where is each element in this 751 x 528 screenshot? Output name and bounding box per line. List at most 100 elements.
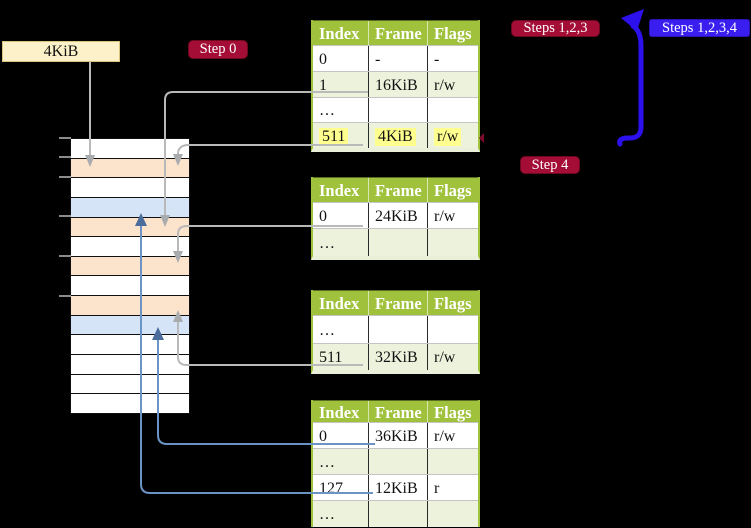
badge-step-0: Step 0 bbox=[188, 40, 248, 59]
address-tick bbox=[59, 176, 71, 178]
cell-frame bbox=[368, 98, 427, 122]
header-frame: Frame bbox=[368, 21, 427, 45]
cell-frame: 16KiB bbox=[368, 72, 427, 97]
cell-flags bbox=[427, 449, 478, 474]
table-row-ellipsis: … bbox=[313, 97, 478, 122]
cell-index: 0 bbox=[319, 207, 327, 225]
memory-frame-row bbox=[71, 139, 189, 159]
table-row-recursive-entry: 511 4KiB r/w bbox=[313, 122, 478, 148]
memory-frame-row bbox=[71, 355, 189, 375]
cell-index: … bbox=[319, 453, 335, 471]
cr3-address-box: 4KiB bbox=[2, 41, 120, 62]
cell-index: 127 bbox=[319, 479, 343, 497]
table-row: 0 - - bbox=[313, 45, 478, 71]
header-flags: Flags bbox=[427, 401, 478, 422]
cell-index: 1 bbox=[319, 76, 327, 94]
address-tick bbox=[59, 295, 71, 297]
cell-index: 0 bbox=[319, 427, 327, 445]
memory-frame-row bbox=[71, 315, 189, 336]
badge-step-4-label: Step 4 bbox=[531, 156, 569, 173]
cell-frame: 36KiB bbox=[368, 423, 427, 448]
cell-flags bbox=[427, 229, 478, 256]
memory-frame-row bbox=[71, 237, 189, 257]
header-flags: Flags bbox=[427, 291, 478, 315]
cell-index: … bbox=[319, 506, 335, 523]
cell-flags bbox=[427, 501, 478, 527]
memory-frame-row bbox=[71, 256, 189, 277]
header-index: Index bbox=[319, 181, 360, 200]
cell-frame: 12KiB bbox=[368, 475, 427, 500]
header-index: Index bbox=[319, 24, 360, 43]
recursive-loop-arrow-line bbox=[617, 23, 644, 147]
cell-frame: 4KiB bbox=[368, 123, 427, 148]
cell-flags bbox=[427, 98, 478, 122]
badge-steps-123: Steps 1,2,3 bbox=[511, 20, 600, 37]
table-row-ellipsis: … bbox=[313, 448, 478, 474]
cell-frame: 24KiB bbox=[368, 203, 427, 228]
table-row: 1 16KiB r/w bbox=[313, 71, 478, 97]
table-header-row: Index Frame Flags bbox=[313, 290, 478, 315]
page-table-level3: Index Frame Flags 0 24KiB r/w … bbox=[311, 177, 480, 260]
table-row: 127 12KiB r bbox=[313, 474, 478, 500]
memory-frame-row bbox=[71, 394, 189, 413]
address-tick bbox=[59, 215, 71, 217]
memory-frame-row bbox=[71, 296, 189, 316]
cell-flags: r bbox=[427, 475, 478, 500]
header-frame: Frame bbox=[368, 291, 427, 315]
recursive-loop-arrowhead bbox=[621, 9, 644, 31]
badge-steps-123-label: Steps 1,2,3 bbox=[523, 20, 588, 36]
page-table-level1: Index Frame Flags 0 36KiB r/w … 127 12Ki… bbox=[311, 400, 480, 527]
cell-flags: r/w bbox=[427, 123, 478, 148]
cell-frame bbox=[368, 316, 427, 343]
memory-frame-row bbox=[71, 374, 189, 395]
highlighted-value: 511 bbox=[319, 127, 349, 146]
address-tick bbox=[59, 255, 71, 257]
cell-index: 511 bbox=[319, 349, 343, 366]
badge-step-0-label: Step 0 bbox=[199, 41, 237, 57]
table-header-row: Index Frame Flags bbox=[313, 177, 478, 202]
memory-frame-row bbox=[71, 335, 189, 356]
header-flags: Flags bbox=[427, 21, 478, 45]
table-row: 0 36KiB r/w bbox=[313, 422, 478, 448]
highlighted-value: r/w bbox=[434, 127, 462, 146]
address-tick bbox=[59, 156, 71, 158]
table-header-row: Index Frame Flags bbox=[313, 20, 478, 45]
cell-flags bbox=[427, 316, 478, 343]
cell-frame bbox=[368, 229, 427, 256]
memory-frame-row bbox=[71, 178, 189, 198]
cell-flags: r/w bbox=[427, 72, 478, 97]
cell-index: … bbox=[319, 321, 335, 339]
header-index: Index bbox=[319, 402, 360, 422]
cell-flags: r/w bbox=[427, 344, 478, 370]
cell-frame: 32KiB bbox=[368, 344, 427, 370]
table-row-ellipsis: … bbox=[313, 315, 478, 343]
page-table-level4: Index Frame Flags 0 - - 1 16KiB r/w … 51… bbox=[311, 20, 480, 152]
cr3-address-label: 4KiB bbox=[43, 42, 79, 60]
cell-frame bbox=[368, 501, 427, 527]
memory-frame-row bbox=[71, 276, 189, 297]
cell-index: 511 bbox=[313, 123, 368, 148]
cell-flags: r/w bbox=[427, 203, 478, 228]
header-index: Index bbox=[319, 294, 360, 313]
table-row-ellipsis: … bbox=[313, 500, 478, 527]
address-tick bbox=[59, 137, 71, 139]
badge-steps-1234-label: Steps 1,2,3,4 bbox=[662, 19, 737, 36]
header-flags: Flags bbox=[427, 178, 478, 202]
badge-step-4: Step 4 bbox=[520, 156, 580, 174]
cell-flags: - bbox=[427, 46, 478, 71]
header-frame: Frame bbox=[368, 178, 427, 202]
cell-index: 0 bbox=[319, 50, 327, 68]
cell-index: … bbox=[319, 102, 335, 119]
badge-steps-1234: Steps 1,2,3,4 bbox=[649, 19, 750, 37]
highlighted-value: 4KiB bbox=[375, 127, 416, 146]
cell-flags: r/w bbox=[427, 423, 478, 448]
memory-frame-row bbox=[71, 197, 189, 218]
page-table-level2: Index Frame Flags … 511 32KiB r/w bbox=[311, 290, 480, 374]
memory-frame-row bbox=[71, 217, 189, 238]
table-row: 0 24KiB r/w bbox=[313, 202, 478, 228]
memory-frame-row bbox=[71, 158, 189, 179]
table-row-ellipsis: … bbox=[313, 228, 478, 256]
cell-frame: - bbox=[368, 46, 427, 71]
cell-index: … bbox=[319, 234, 335, 252]
